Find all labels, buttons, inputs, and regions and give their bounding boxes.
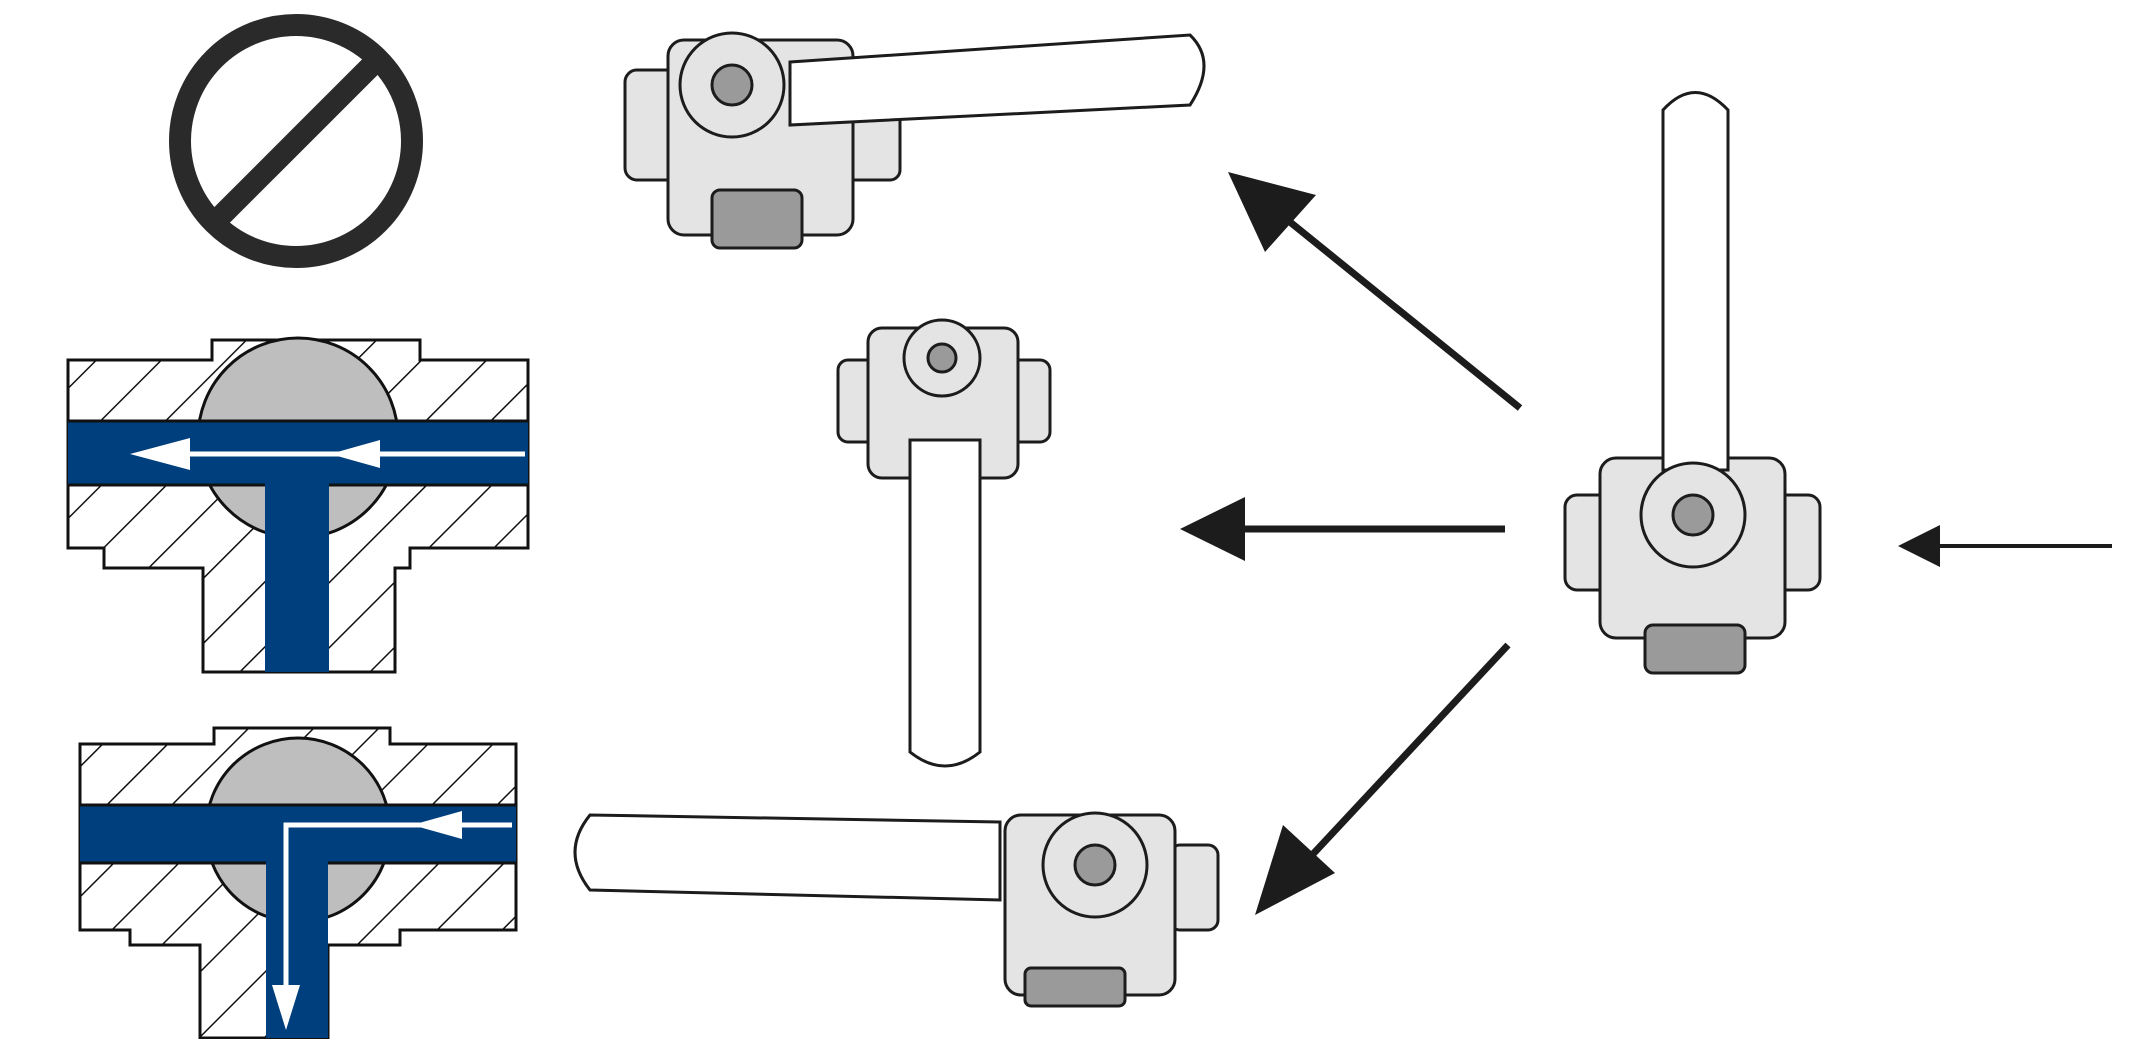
flow-channel-vertical — [265, 485, 329, 672]
flow-arrow-right-to-left — [130, 438, 525, 470]
arrow-left-icon — [1228, 172, 1523, 411]
valve-lever-left — [573, 811, 1220, 1008]
arrow-left-icon — [1180, 497, 1505, 561]
flow-arrow-right-to-bottom — [272, 811, 512, 1030]
valve-lever-down — [836, 318, 1052, 768]
prohibited-icon — [169, 14, 423, 268]
arrow-left-icon — [1255, 642, 1511, 915]
valve-lever-right — [623, 31, 1206, 250]
valve-lever-up — [1563, 91, 1822, 675]
cross-section-straight-through — [66, 336, 530, 674]
arrow-left-icon — [1898, 525, 2112, 567]
cross-section-l-port — [78, 726, 518, 1039]
flow-channel-vertical — [266, 805, 328, 1038]
